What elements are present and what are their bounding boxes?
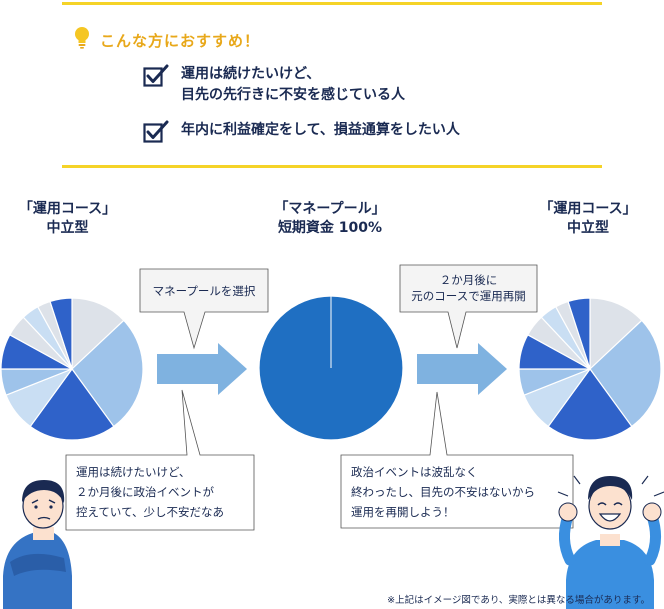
left-pie-slice-0 bbox=[71, 297, 125, 371]
left-speech-line: ２か月後に政治イベントが bbox=[76, 485, 214, 499]
recommend-item: 年内に利益確定をして、損益通算をしたい人 bbox=[143, 120, 460, 144]
resume-bubble-text: ２か月後に 元のコースで運用再開 bbox=[400, 272, 537, 304]
right-pie-slice-9 bbox=[567, 297, 591, 370]
resume-bubble bbox=[399, 264, 538, 349]
left-speech-bubble bbox=[65, 389, 255, 531]
select-bubble bbox=[139, 268, 269, 350]
worried-person-icon bbox=[3, 480, 72, 609]
select-bubble-text: マネープールを選択 bbox=[152, 284, 256, 298]
money-pool-pie bbox=[258, 295, 404, 441]
left-pie bbox=[0, 297, 144, 441]
checkbox-icon bbox=[143, 64, 169, 87]
left-course-type: 中立型 bbox=[46, 220, 89, 236]
right-speech-text: 政治イベントは波乱なく 終わったし、目先の不安はないから 運用を再開しよう！ bbox=[351, 462, 535, 522]
right-speech-bubble bbox=[340, 391, 574, 529]
left-speech-line: 運用は続けたいけど、 bbox=[76, 465, 191, 479]
recommend-item: 運用は続けたいけど、 目先の先行きに不安を感じている人 bbox=[143, 64, 405, 106]
footnote: ※上記はイメージ図であり、実際とは異なる場合があります。 bbox=[387, 595, 650, 606]
right-pie bbox=[518, 297, 662, 441]
right-course-label: 「運用コース」 中立型 bbox=[523, 200, 653, 238]
right-speech-line: 運用を再開しよう！ bbox=[351, 505, 455, 519]
left-course-label: 「運用コース」 中立型 bbox=[5, 200, 130, 238]
center-pool-label: 「マネープール」 短期資金 100% bbox=[255, 200, 405, 238]
left-speech-line: 控えていて、少し不安だなあ bbox=[76, 505, 225, 519]
arrow-right-icon bbox=[157, 343, 247, 395]
arrow-right-icon bbox=[417, 343, 507, 395]
recommend-item-line: 年内に利益確定をして、損益通算をしたい人 bbox=[181, 122, 460, 138]
happy-person-icon bbox=[557, 475, 664, 609]
recommend-title: こんな方におすすめ！ bbox=[100, 32, 261, 50]
top-divider bbox=[62, 2, 602, 5]
recommend-item-line: 目先の先行きに不安を感じている人 bbox=[181, 87, 405, 103]
resume-bubble-line: ２か月後に bbox=[439, 273, 498, 287]
right-speech-line: 終わったし、目先の不安はないから bbox=[351, 485, 535, 499]
left-course-name: 「運用コース」 bbox=[18, 201, 117, 217]
lightbulb-icon bbox=[75, 27, 89, 49]
left-speech-text: 運用は続けたいけど、 ２か月後に政治イベントが 控えていて、少し不安だなあ bbox=[76, 462, 224, 522]
right-pie-slice-1 bbox=[589, 319, 662, 428]
checkbox-icon bbox=[143, 120, 169, 143]
right-pie-slice-0 bbox=[589, 297, 643, 371]
resume-bubble-line: 元のコースで運用再開 bbox=[411, 289, 526, 303]
right-course-type: 中立型 bbox=[567, 220, 609, 236]
left-pie-slice-2 bbox=[29, 367, 115, 441]
right-speech-line: 政治イベントは波乱なく bbox=[351, 465, 478, 479]
left-pie-slice-9 bbox=[49, 297, 73, 370]
recommend-item-line: 運用は続けたいけど、 bbox=[181, 66, 321, 82]
center-pool-name: 「マネープール」 bbox=[274, 201, 386, 217]
right-pie-slice-2 bbox=[547, 367, 633, 441]
bottom-divider bbox=[62, 165, 602, 168]
left-pie-slice-1 bbox=[71, 319, 144, 428]
right-course-name: 「運用コース」 bbox=[539, 201, 637, 217]
center-pool-ratio: 短期資金 100% bbox=[277, 220, 383, 236]
